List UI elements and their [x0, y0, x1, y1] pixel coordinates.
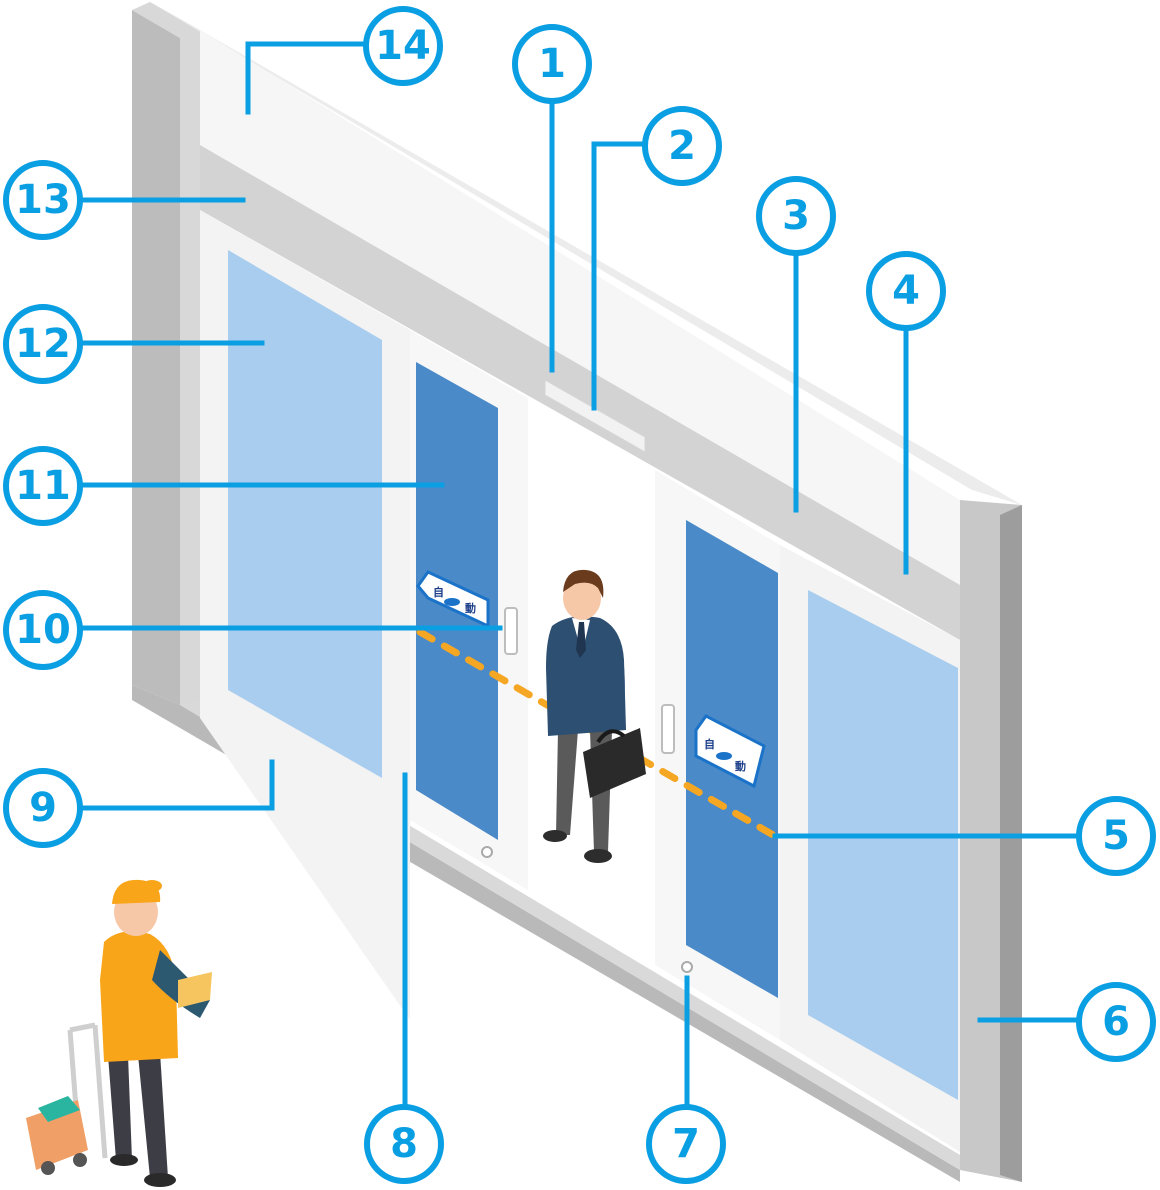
- auto-door-sign-right: 自 動: [694, 714, 766, 789]
- delivery-worker-figure: [26, 879, 212, 1187]
- callout-3-label: 3: [782, 193, 810, 239]
- sign-char-right: 動: [465, 601, 476, 615]
- header-panel: [200, 145, 960, 640]
- callout-7-label: 7: [672, 1121, 700, 1167]
- callout-13-label: 13: [15, 177, 71, 223]
- callout-12-label: 12: [15, 321, 71, 367]
- callout-4-label: 4: [892, 268, 920, 314]
- callout-9: 9: [3, 768, 83, 848]
- sign-char-right: 動: [735, 759, 746, 773]
- callout-11-label: 11: [15, 463, 71, 509]
- callout-2: 2: [642, 106, 722, 186]
- sign-char-left: 自: [704, 737, 715, 751]
- callout-3: 3: [756, 176, 836, 256]
- sign-char-left: 自: [433, 585, 444, 599]
- fixed-panel-left: [200, 210, 410, 1020]
- callout-14: 14: [363, 6, 443, 86]
- callout-12: 12: [3, 304, 83, 384]
- callout-8-label: 8: [390, 1121, 418, 1167]
- callout-10-label: 10: [15, 607, 71, 653]
- callout-2-label: 2: [668, 123, 696, 169]
- auto-door-sign-left: 自 動: [416, 570, 490, 629]
- callout-9-label: 9: [29, 785, 57, 831]
- callout-7: 7: [646, 1104, 726, 1184]
- callout-11: 11: [3, 446, 83, 526]
- callout-5: 5: [1076, 796, 1156, 876]
- callout-10: 10: [3, 590, 83, 670]
- callout-5-label: 5: [1102, 813, 1130, 859]
- callout-13: 13: [3, 160, 83, 240]
- leader-lines: [79, 41, 1078, 1108]
- callout-1: 1: [512, 24, 592, 104]
- callout-4: 4: [866, 251, 946, 331]
- door-sensor: [544, 379, 646, 453]
- businessman-figure: [543, 569, 646, 863]
- callout-6-label: 6: [1102, 999, 1130, 1045]
- fixed-panel-right: [780, 545, 960, 1152]
- callout-1-label: 1: [538, 41, 566, 87]
- callout-6: 6: [1076, 982, 1156, 1062]
- callout-14-label: 14: [375, 23, 431, 69]
- callout-8: 8: [364, 1104, 444, 1184]
